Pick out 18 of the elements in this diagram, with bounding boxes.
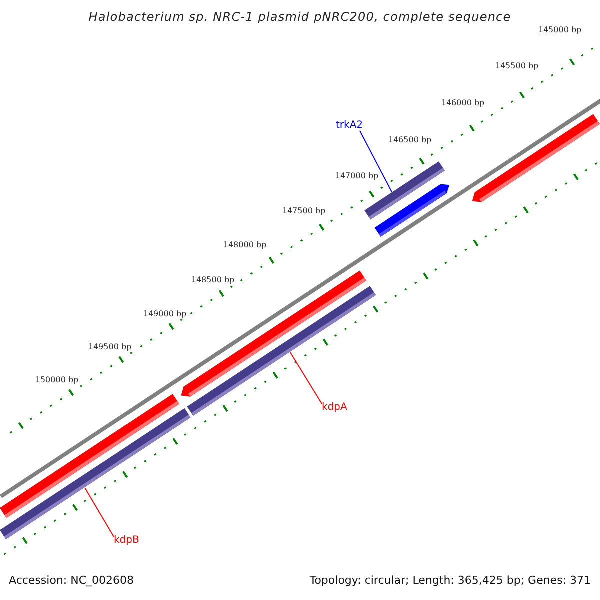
leader-line xyxy=(290,352,322,404)
gene-label: kdpB xyxy=(114,535,140,546)
title: Halobacterium sp. NRC-1 plasmid pNRC200, complete sequence xyxy=(88,10,512,24)
gene-bar xyxy=(364,162,445,220)
gene-label: trkA2 xyxy=(336,120,364,131)
leader-line xyxy=(360,130,392,192)
gene-bar xyxy=(187,286,376,416)
tick-label: 146000 bp xyxy=(441,98,485,108)
accession-text: Accession: NC_002608 xyxy=(9,574,134,587)
tick-label: 148000 bp xyxy=(223,240,267,250)
tick-label: 147500 bp xyxy=(282,206,326,216)
sequence-info-text: Topology: circular; Length: 365,425 bp; Genes: 371 xyxy=(310,574,591,587)
tick-label: 145500 bp xyxy=(495,62,539,70)
tick-label: 147000 bp xyxy=(335,172,379,180)
tick-label: 149500 bp xyxy=(88,342,132,352)
gene-label: kdpA xyxy=(322,402,348,413)
leader-line xyxy=(84,488,114,538)
tick-label: 145000 bp xyxy=(538,26,582,34)
